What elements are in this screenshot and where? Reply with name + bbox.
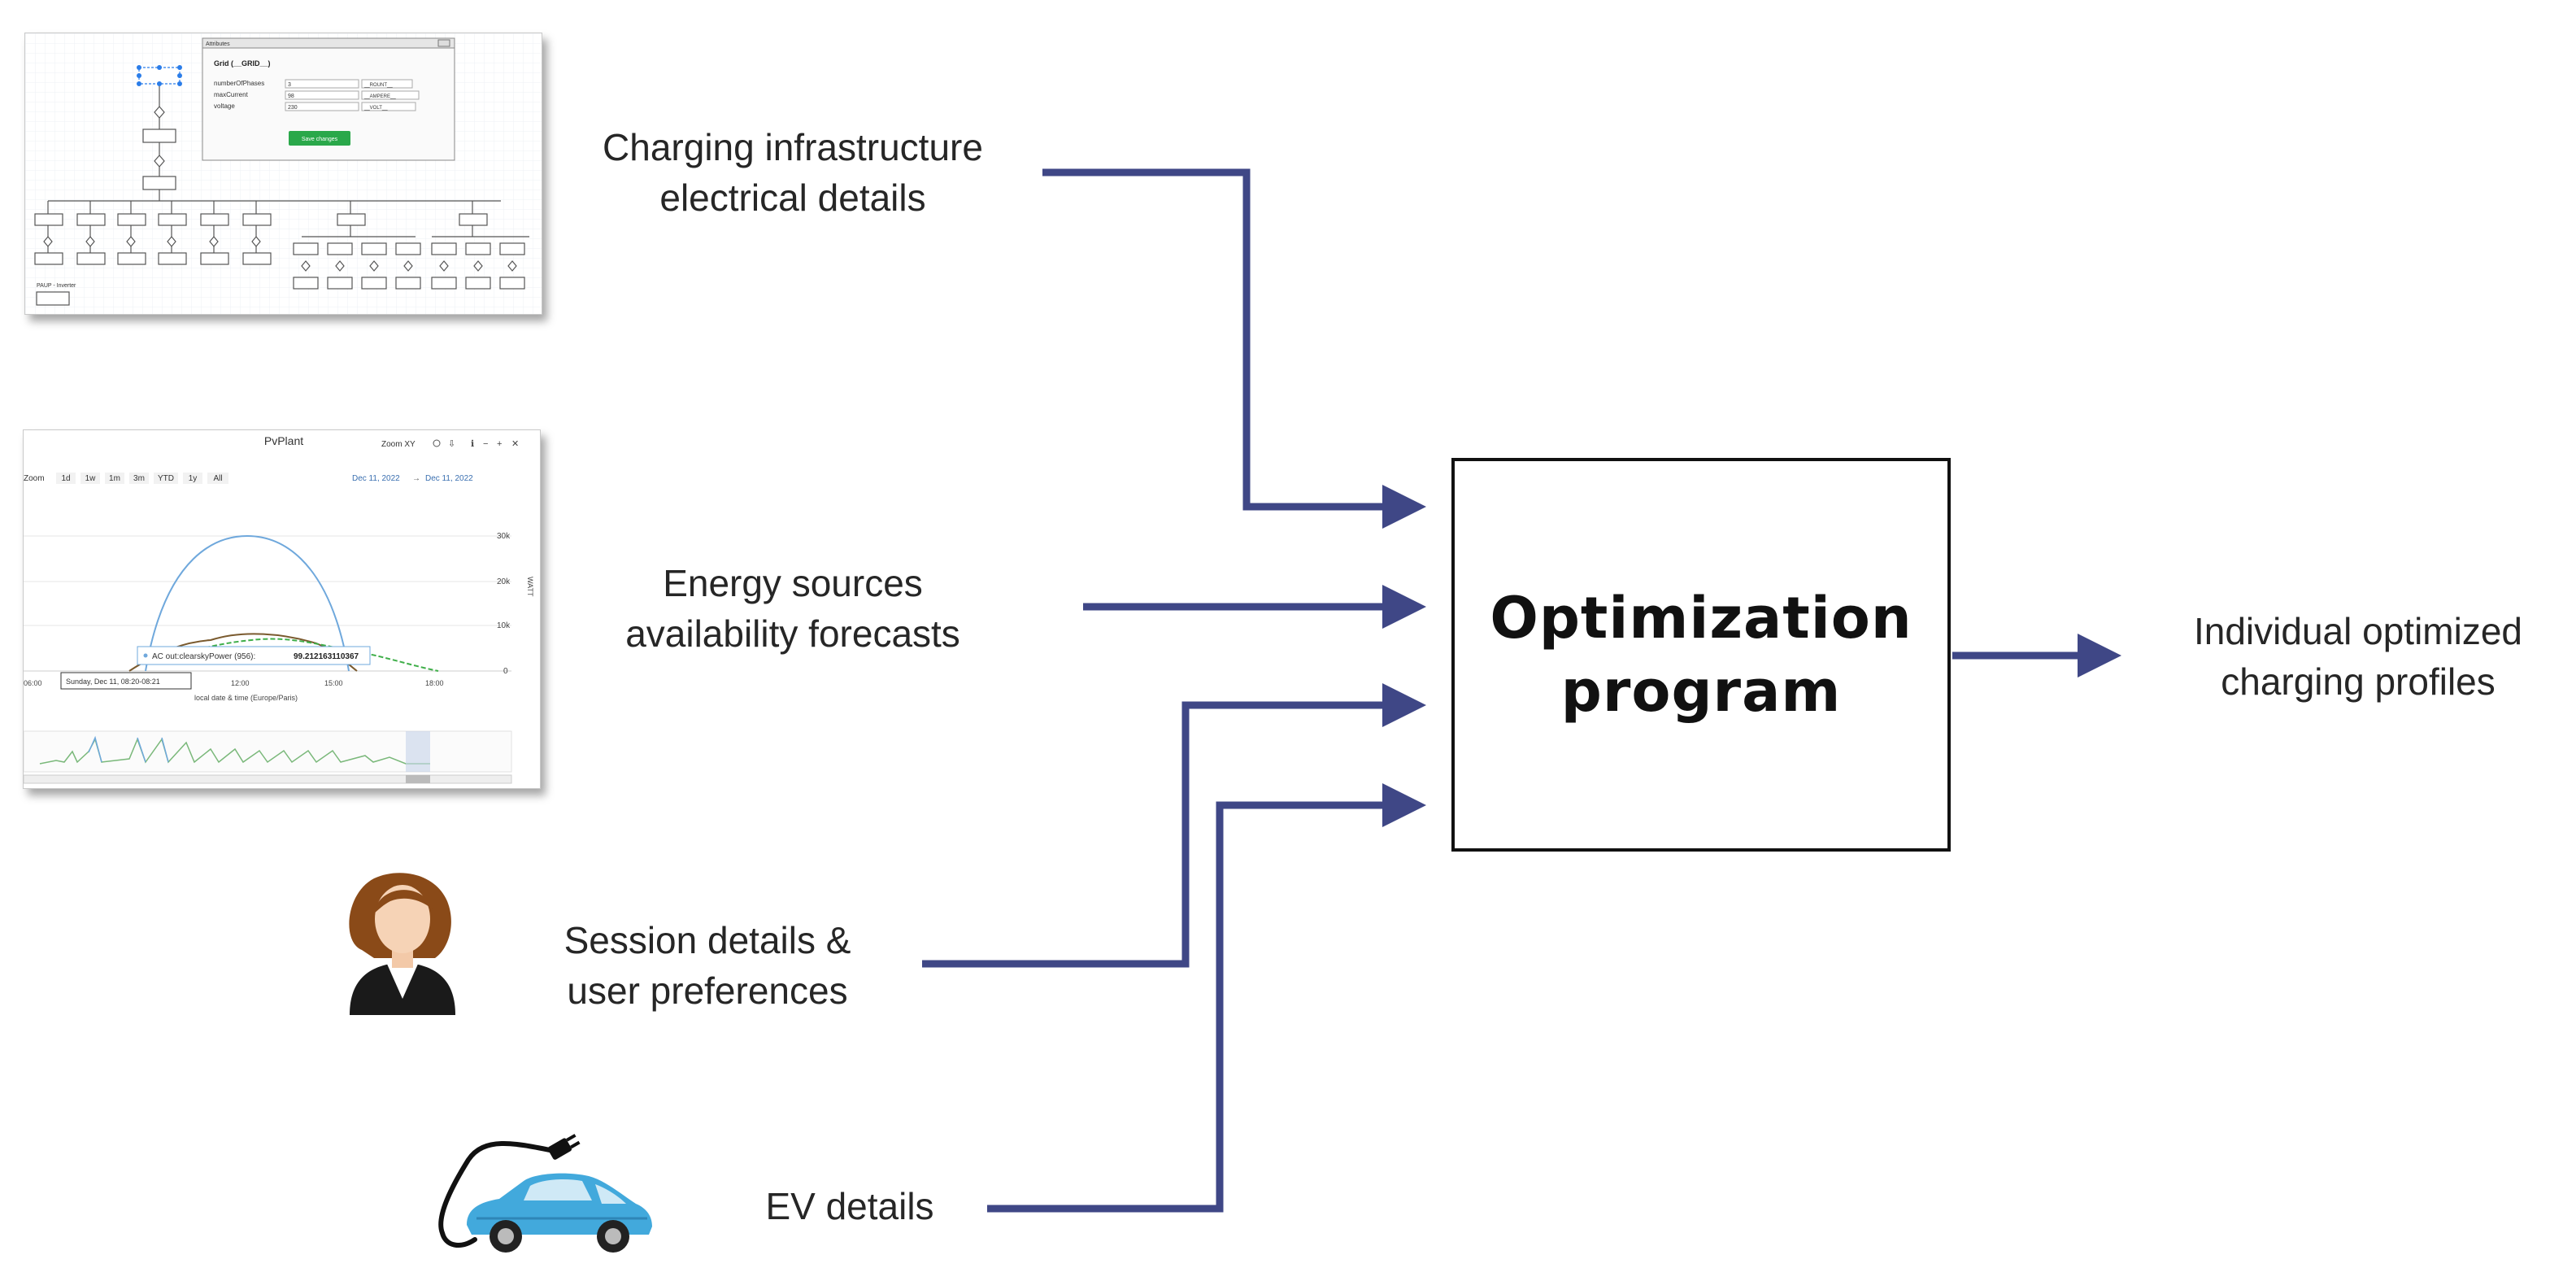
range-label: Zoom	[24, 474, 45, 483]
camera-icon[interactable]	[433, 439, 441, 447]
dialog-heading: Grid (__GRID__)	[214, 59, 271, 68]
range-button-1w[interactable]: 1w	[85, 474, 97, 483]
x-axis-label: local date & time (Europe/Paris)	[194, 694, 298, 702]
close-icon[interactable]: ✕	[511, 439, 519, 449]
y-unit: WATT	[526, 577, 534, 597]
plot-gridlines	[24, 535, 511, 672]
save-changes-label: Save changes	[302, 137, 338, 142]
footer-label: PAUP - Inverter	[37, 283, 76, 289]
navigator-scrollbar[interactable]	[24, 774, 512, 784]
optimization-program-box: Optimization program	[1451, 458, 1951, 852]
range-button-3m[interactable]: 3m	[133, 474, 145, 483]
label-ev: EV details	[765, 1185, 934, 1227]
zoom-in-icon[interactable]: +	[497, 439, 502, 449]
navigator-handle[interactable]	[406, 731, 430, 772]
field-input-phases[interactable]	[285, 79, 359, 89]
program-title: Optimization program	[1490, 585, 1912, 725]
save-changes-button[interactable]	[289, 131, 350, 146]
y-tick-10k: 10k	[497, 621, 511, 630]
scrollbar-thumb[interactable]	[406, 775, 430, 783]
date-separator: →	[412, 474, 420, 483]
businesswoman-icon	[325, 869, 480, 1015]
field-value-current: 98	[288, 94, 294, 99]
date-tag: Sunday, Dec 11, 08:20-08:21	[60, 672, 192, 690]
unit-select-current[interactable]	[361, 90, 420, 100]
label-output: Individual optimized charging profiles	[2193, 610, 2522, 703]
range-button-1d[interactable]: 1d	[61, 474, 70, 483]
unit-value-voltage: __VOLT__	[363, 106, 388, 111]
date-to[interactable]: Dec 11, 2022	[425, 474, 473, 483]
y-tick-30k: 30k	[497, 532, 511, 541]
x-tick-1500: 15:00	[324, 679, 343, 687]
y-tick-20k: 20k	[497, 577, 511, 586]
pvplant-chart-screenshot: PvPlant Zoom XY ⇩ ℹ − + ✕ Zoom 1d 1w 1m …	[23, 429, 541, 789]
field-value-voltage: 230	[288, 105, 298, 111]
dialog-title: Attributes	[206, 41, 230, 47]
x-tick-1800: 18:00	[425, 679, 444, 687]
arrow-ev	[987, 783, 1426, 1213]
field-name-phases: numberOfPhases	[214, 80, 264, 87]
grid-editor-screenshot: PAUP - Inverter Attributes Grid (__GRID_…	[24, 33, 542, 315]
range-button-ytd[interactable]: YTD	[158, 474, 174, 483]
electric-car-icon	[428, 1127, 664, 1257]
grid-tree	[34, 67, 529, 306]
chart-toolbar: ⇩ ℹ − + ✕	[433, 439, 519, 449]
arrow-infrastructure	[1042, 168, 1426, 529]
x-tick-0600: 06:00	[24, 679, 42, 687]
field-value-phases: 3	[288, 82, 291, 88]
series-tooltip: AC out:clearskyPower (956): 99.212163110…	[137, 646, 371, 665]
clearsky-forecast-curve	[145, 534, 350, 672]
range-button-all[interactable]: All	[213, 474, 222, 483]
y-tick-0: 0	[503, 667, 508, 676]
unit-select-phases[interactable]	[361, 79, 413, 89]
range-selector: 1d 1w 1m 3m YTD 1y All	[56, 473, 228, 484]
arrow-session	[922, 683, 1426, 968]
tooltip-value: 99.212163110367	[294, 652, 359, 661]
attributes-dialog: Attributes Grid (__GRID__) numberOfPhase…	[202, 37, 455, 161]
label-energy: Energy sources availability forecasts	[625, 562, 960, 655]
info-icon[interactable]: ℹ	[471, 439, 474, 449]
label-infrastructure: Charging infrastructure electrical detai…	[603, 126, 983, 219]
field-name-current: maxCurrent	[214, 91, 249, 98]
date-from[interactable]: Dec 11, 2022	[352, 474, 400, 483]
dialog-close-icon[interactable]	[437, 39, 450, 47]
download-icon[interactable]: ⇩	[448, 439, 455, 449]
navigator[interactable]	[24, 730, 512, 784]
field-name-voltage: voltage	[214, 102, 235, 110]
zoom-out-icon[interactable]: −	[483, 439, 488, 449]
chart-title: PvPlant	[264, 434, 303, 447]
unit-value-current: __AMPERE__	[363, 94, 396, 99]
unit-value-phases: __ROUNT__	[363, 83, 393, 88]
selection-handles	[137, 65, 182, 86]
range-button-1y[interactable]: 1y	[189, 474, 198, 483]
unit-select-voltage[interactable]	[361, 102, 416, 111]
tooltip-series: AC out:clearskyPower (956):	[152, 652, 255, 661]
label-session: Session details & user preferences	[564, 919, 851, 1012]
field-input-current[interactable]	[285, 90, 359, 100]
zoom-xy-label: Zoom XY	[381, 440, 416, 449]
x-tick-1200: 12:00	[231, 679, 250, 687]
field-input-voltage[interactable]	[285, 102, 359, 111]
range-button-1m[interactable]: 1m	[109, 474, 120, 483]
svg-text:Sunday, Dec 11, 08:20-08:21: Sunday, Dec 11, 08:20-08:21	[66, 678, 160, 686]
